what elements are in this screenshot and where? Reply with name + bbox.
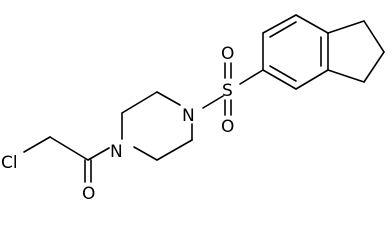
atom-piperazine-n-sulfonyl-label: N: [182, 106, 195, 126]
bond-ar-inner-1: [269, 21, 297, 38]
atom-chlorine-label: Cl: [1, 153, 18, 173]
bond-ch2-carbonyl: [49, 136, 89, 161]
bond-ar-inner-3: [269, 65, 297, 82]
atom-piperazine-n-acyl-label: N: [110, 142, 123, 162]
bond-ar-c5-c6: [295, 69, 329, 90]
atom-label-layer: Cl O N N S O O: [1, 44, 234, 204]
bond-cp-ch2c-c5: [327, 69, 365, 83]
bond-n-s: [202, 95, 224, 109]
bond-cp-c4-ch2a: [327, 20, 365, 34]
bond-cp-ch2b-ch2c: [363, 51, 385, 83]
bond-cl-ch2: [23, 136, 51, 153]
bond-ar-c6-c1: [262, 69, 297, 90]
atom-sulfonyl-oxygen-top-label: O: [221, 44, 234, 64]
bond-layer: [23, 14, 385, 183]
atom-sulfur-label: S: [222, 81, 233, 101]
bond-cp-ch2a-ch2b: [363, 20, 385, 53]
bond-pip-c6-n1: [133, 146, 158, 161]
bond-pip-c2-c3: [121, 91, 158, 114]
bond-carbonyl-n: [87, 147, 110, 161]
bond-s-aryl: [239, 69, 264, 85]
bond-pip-c3-n4: [156, 91, 181, 106]
atom-sulfonyl-oxygen-bottom-label: O: [221, 117, 234, 137]
chemical-structure-diagram: Cl O N N S O O: [1, 14, 385, 204]
bond-pip-c5-c6: [156, 139, 193, 161]
atom-carbonyl-oxygen-label: O: [82, 184, 95, 204]
bond-ar-c2-c3: [262, 14, 297, 34]
bond-ar-c3-c4: [295, 14, 329, 34]
